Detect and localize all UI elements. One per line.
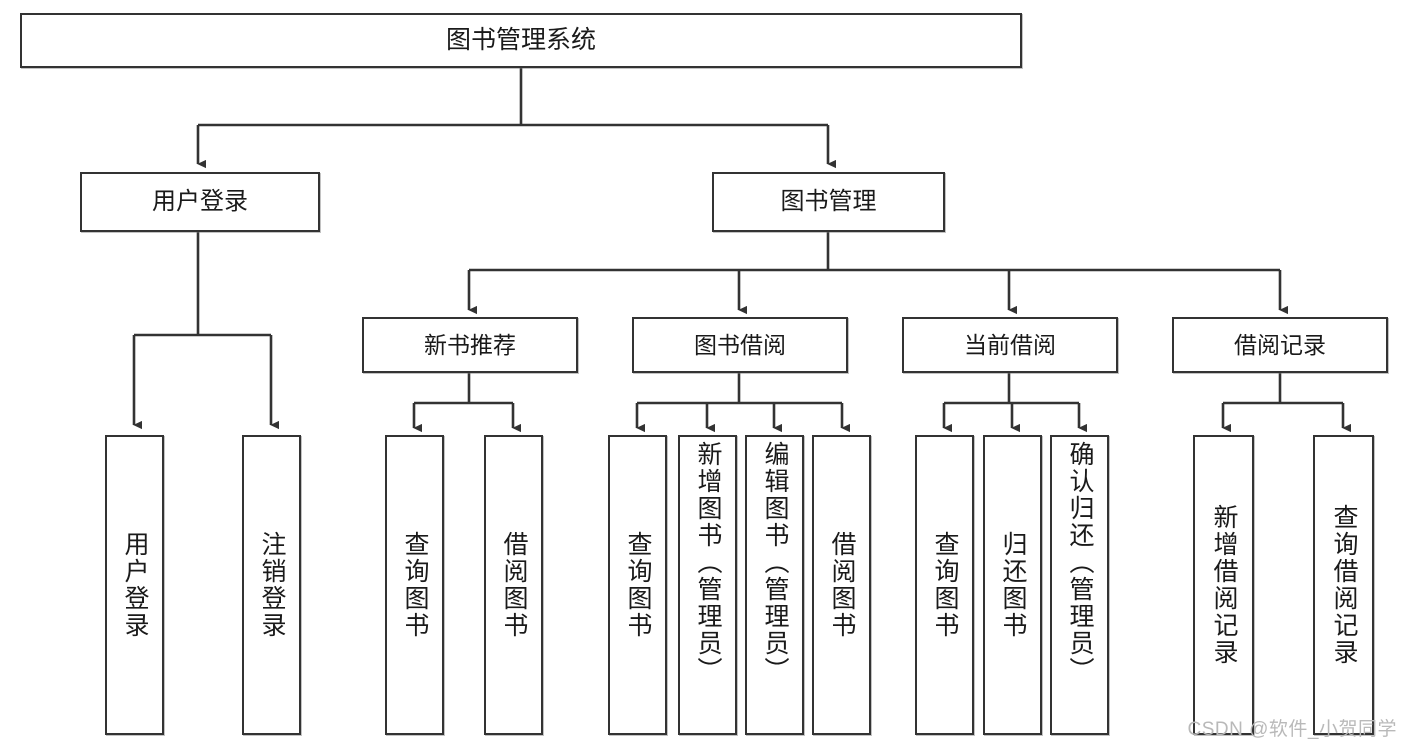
node-label: 查询图书 — [401, 531, 429, 639]
node-leaf-query-book-1[interactable]: 查询图书 — [385, 435, 444, 735]
node-leaf-query-book-3[interactable]: 查询图书 — [915, 435, 974, 735]
node-new-book-recommend[interactable]: 新书推荐 — [362, 317, 578, 373]
node-leaf-confirm-return[interactable]: 确认归还（管理员） — [1050, 435, 1109, 735]
node-label: 图书管理 — [780, 188, 877, 216]
node-leaf-add-book[interactable]: 新增图书（管理员） — [678, 435, 737, 735]
node-label: 新增图书（管理员） — [694, 441, 722, 684]
node-label: 用户登录 — [152, 188, 248, 216]
node-label: 归还图书 — [999, 531, 1027, 639]
node-label: 查询图书 — [931, 531, 959, 639]
node-leaf-edit-book[interactable]: 编辑图书（管理员） — [745, 435, 804, 735]
node-label: 借阅图书 — [828, 531, 856, 639]
node-label: 新增借阅记录 — [1210, 504, 1238, 666]
node-book-management[interactable]: 图书管理 — [712, 172, 945, 232]
node-book-borrow[interactable]: 图书借阅 — [632, 317, 848, 373]
node-label: 编辑图书（管理员） — [761, 441, 789, 684]
node-label: 用户登录 — [121, 531, 149, 639]
node-user-login[interactable]: 用户登录 — [80, 172, 320, 232]
node-leaf-borrow-book-1[interactable]: 借阅图书 — [484, 435, 543, 735]
node-label: 图书借阅 — [694, 331, 786, 358]
node-label: 确认归还（管理员） — [1066, 441, 1094, 684]
node-label: 图书管理系统 — [445, 26, 596, 54]
node-leaf-user-login[interactable]: 用户登录 — [105, 435, 164, 735]
watermark-csdn: CSDN @软件_小贺同学 — [1187, 719, 1397, 740]
node-leaf-query-book-2[interactable]: 查询图书 — [608, 435, 667, 735]
node-leaf-logout-login[interactable]: 注销登录 — [242, 435, 301, 735]
node-label: 查询图书 — [624, 531, 652, 639]
node-leaf-query-record[interactable]: 查询借阅记录 — [1313, 435, 1374, 735]
node-label: 新书推荐 — [424, 331, 516, 358]
node-label: 借阅记录 — [1234, 331, 1326, 358]
node-leaf-borrow-book-2[interactable]: 借阅图书 — [812, 435, 871, 735]
node-borrow-record[interactable]: 借阅记录 — [1172, 317, 1388, 373]
node-current-borrow[interactable]: 当前借阅 — [902, 317, 1118, 373]
node-leaf-add-record[interactable]: 新增借阅记录 — [1193, 435, 1254, 735]
node-leaf-return-book[interactable]: 归还图书 — [983, 435, 1042, 735]
node-label: 查询借阅记录 — [1330, 504, 1358, 666]
node-root-system[interactable]: 图书管理系统 — [20, 13, 1022, 68]
node-label: 借阅图书 — [500, 531, 528, 639]
node-label: 当前借阅 — [964, 331, 1056, 358]
node-label: 注销登录 — [258, 531, 286, 639]
